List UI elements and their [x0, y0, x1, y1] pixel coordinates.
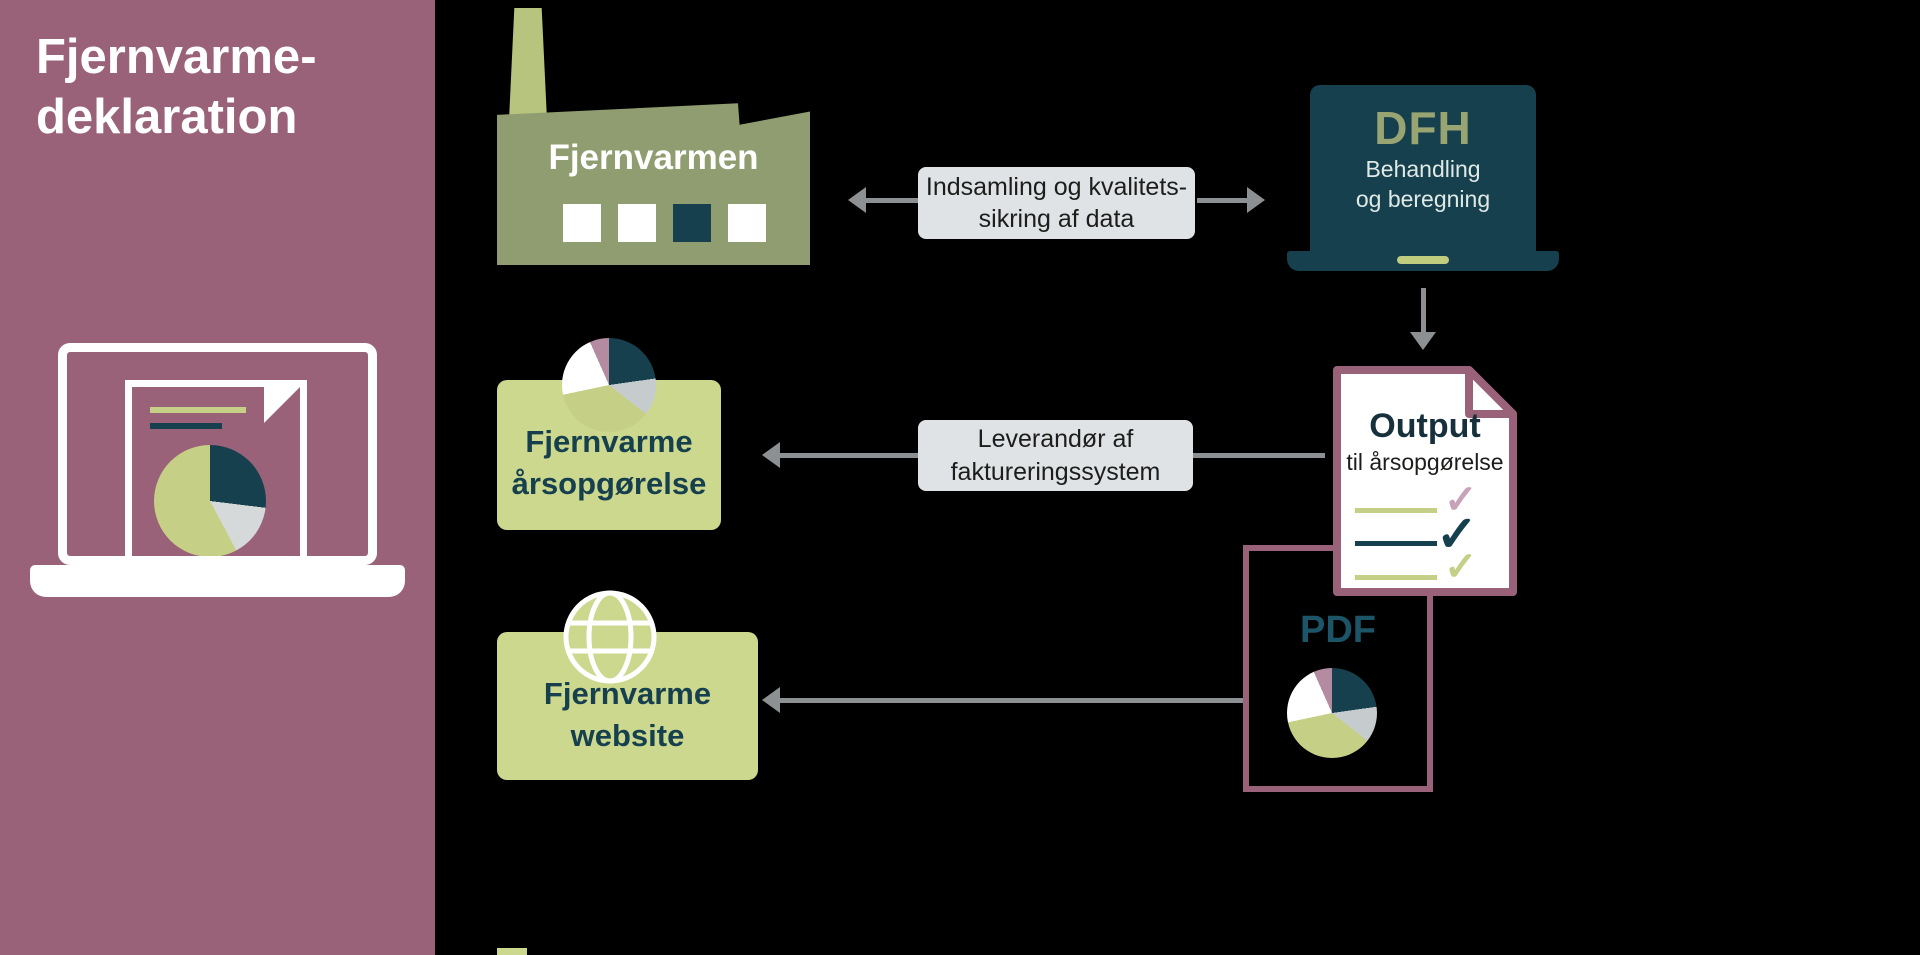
dfh-subtitle-line2: og beregning — [1355, 185, 1491, 212]
laptop-base — [1287, 251, 1559, 271]
text-line-decoration — [150, 423, 222, 429]
arrow-line — [1421, 288, 1426, 334]
arrow-right-icon — [1247, 187, 1265, 213]
dfh-laptop-icon: DFH Behandling og beregning — [1287, 85, 1559, 271]
page-title-line1: Fjernvarme- — [36, 30, 317, 84]
text-line-decoration — [1355, 508, 1437, 513]
checkmark-icon: ✓ — [1444, 545, 1478, 589]
collect-label-line2: sikring af data — [978, 205, 1135, 233]
laptop-base — [30, 565, 405, 597]
page-title-line2: deklaration — [36, 89, 298, 144]
page-title: Fjernvarme- deklaration — [36, 28, 317, 148]
checkmark-icon: ✓ — [1444, 478, 1478, 522]
window-icon — [618, 204, 656, 242]
supplier-label-box: Leverandør af faktureringssystem — [918, 420, 1193, 491]
website-label-line1: Fjernvarme — [543, 676, 712, 711]
arsopgorelse-label-line1: Fjernvarme — [525, 424, 693, 459]
arrow-line — [1193, 453, 1325, 458]
arsopgorelse-label-line2: årsopgørelse — [511, 466, 707, 501]
collect-label-line1: Indsamling og kvalitets- — [925, 172, 1188, 201]
pie-chart-icon — [1287, 668, 1377, 758]
window-icon — [673, 204, 711, 242]
globe-icon — [563, 590, 657, 684]
text-line-decoration — [1355, 541, 1437, 546]
pie-chart-icon — [154, 445, 266, 556]
factory-icon: Fjernvarmen — [497, 8, 810, 265]
arrow-line — [1197, 198, 1247, 203]
document-icon — [125, 380, 307, 556]
page-fold-icon — [264, 387, 300, 423]
sidebar: Fjernvarme- deklaration — [0, 0, 435, 955]
arrow-left-icon — [762, 687, 780, 713]
pdf-document: PDF — [1243, 545, 1433, 792]
chimney-icon — [509, 8, 547, 120]
text-line-decoration — [1355, 575, 1437, 580]
laptop-notch — [1397, 256, 1449, 264]
arrow-left-icon — [762, 442, 780, 468]
output-subtitle: til årsopgørelse — [1346, 449, 1504, 475]
arrow-line — [864, 198, 918, 203]
collect-label-box: Indsamling og kvalitets- sikring af data — [918, 167, 1195, 239]
window-icon — [563, 204, 601, 242]
arrow-line — [778, 453, 918, 458]
text-line-decoration — [150, 407, 246, 413]
checkmark-icon: ✓ — [1436, 506, 1478, 562]
window-icon — [728, 204, 766, 242]
factory-windows — [563, 204, 766, 242]
dfh-screen: DFH Behandling og beregning — [1310, 85, 1536, 251]
arsopgorelse-box: Fjernvarme årsopgørelse — [497, 338, 721, 530]
dfh-title: DFH — [1374, 102, 1472, 154]
decoration-strip — [497, 948, 527, 955]
laptop-screen — [58, 343, 377, 565]
factory-label: Fjernvarmen — [548, 138, 759, 177]
pdf-label: PDF — [1300, 609, 1376, 651]
output-document: Output til årsopgørelse ✓ ✓ ✓ — [1332, 365, 1518, 597]
arrow-left-icon — [848, 187, 866, 213]
output-title: Output — [1369, 407, 1481, 445]
arrow-line — [778, 698, 1243, 703]
website-box: Fjernvarme website — [497, 590, 758, 780]
pie-chart-icon — [562, 338, 656, 432]
dfh-subtitle-line1: Behandling — [1365, 156, 1481, 182]
supplier-label-line2: faktureringssystem — [950, 457, 1161, 486]
laptop-illustration — [30, 343, 405, 603]
website-label-line2: website — [570, 718, 685, 753]
arrow-down-icon — [1410, 332, 1436, 350]
supplier-label-line1: Leverandør af — [977, 425, 1134, 453]
document-outline-icon — [1333, 366, 1517, 596]
